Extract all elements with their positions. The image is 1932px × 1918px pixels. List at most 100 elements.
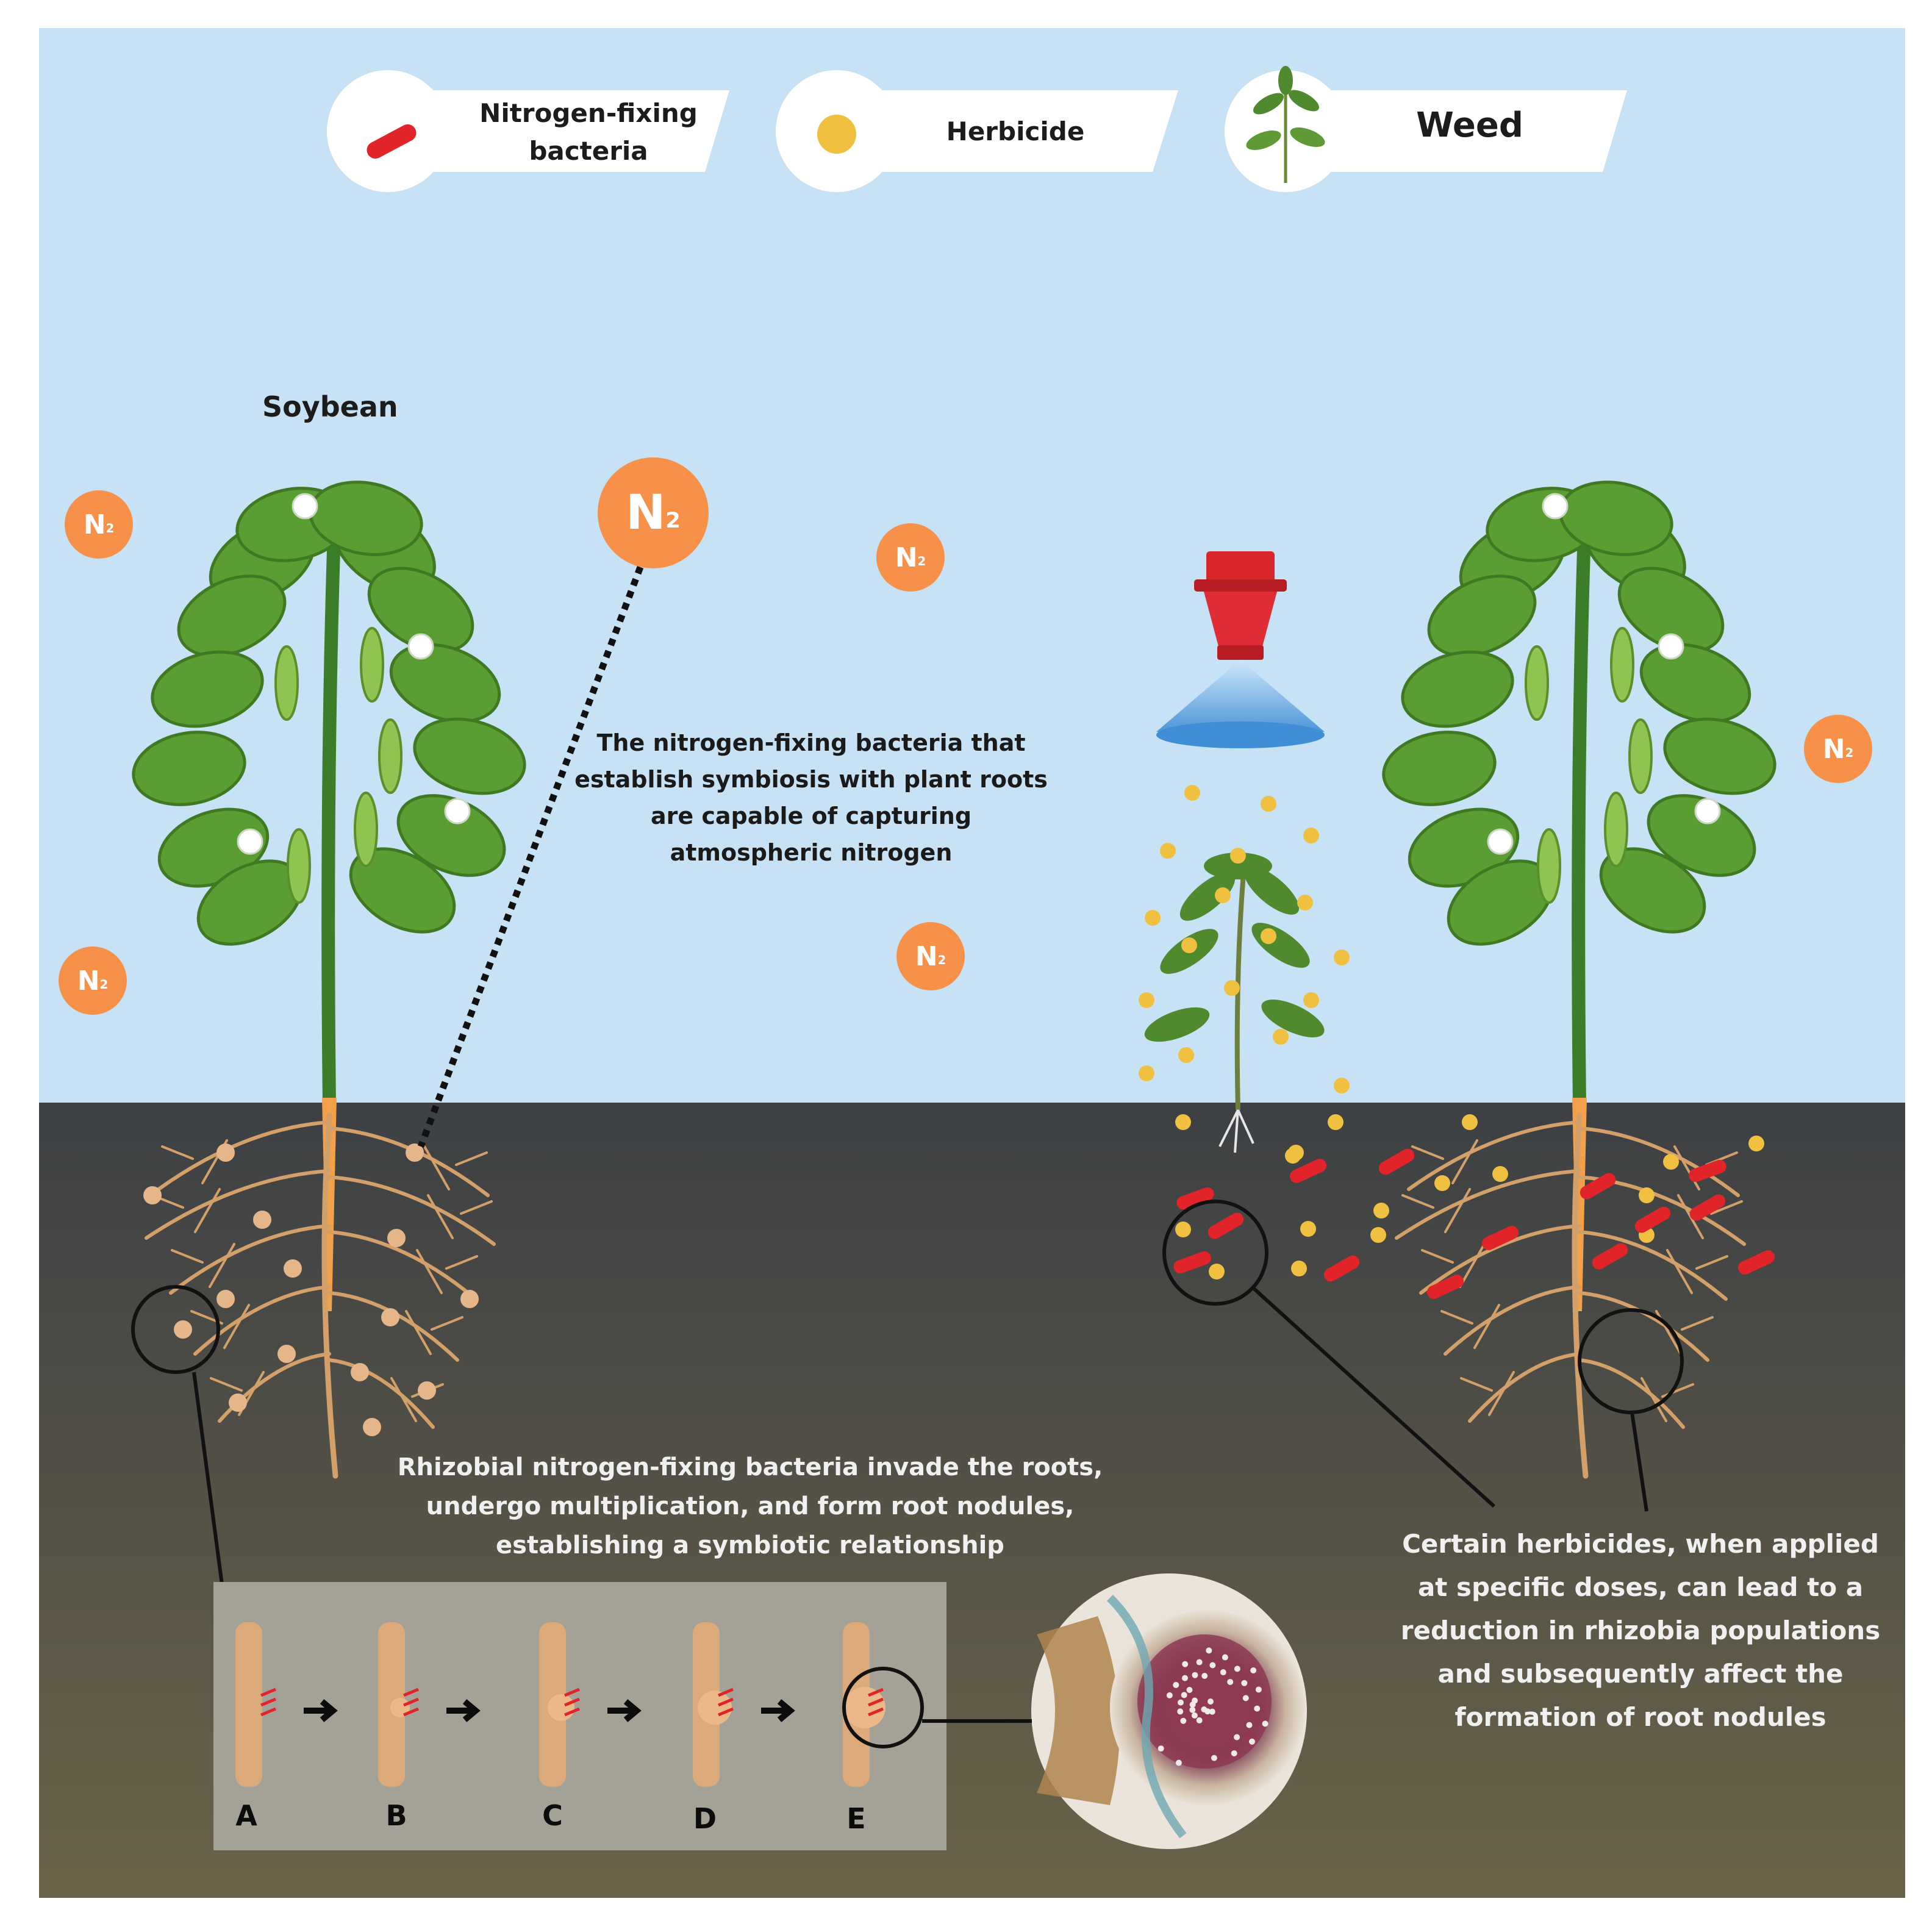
soybean-leaf <box>367 567 474 653</box>
soybean-pod <box>378 718 402 794</box>
soybean-leaf <box>1599 847 1706 934</box>
nodule-bump <box>844 1687 886 1728</box>
legend-bacteria-label: Nitrogen-fixing bacteria <box>479 98 698 166</box>
soybean-leaf <box>1617 567 1725 653</box>
root-nodule <box>216 1143 235 1162</box>
soybean-leaf <box>1401 650 1514 728</box>
soybean-pod <box>1525 645 1549 721</box>
herbicide-droplet <box>1291 1261 1307 1276</box>
legend-bacteria <box>327 70 729 192</box>
soybean-flower <box>444 798 471 825</box>
root-nodule <box>351 1363 369 1381</box>
root-nodule <box>253 1211 271 1229</box>
nodule-formation-text: Rhizobial nitrogen-fixing bacteria invad… <box>397 1453 1103 1559</box>
legend-herbicide-label: Herbicide <box>946 116 1085 146</box>
magnifier-circle-stage-e <box>842 1667 924 1748</box>
micrograph-speck <box>1180 1717 1187 1724</box>
bacteria-mark <box>868 1697 884 1707</box>
herbicide-effect-text: Certain herbicides, when applied at spec… <box>1400 1529 1881 1732</box>
herbicide-droplet <box>1663 1154 1679 1170</box>
soybean-leaf <box>177 574 287 657</box>
micrograph-speck <box>1196 1659 1203 1666</box>
herbicide-droplet <box>1639 1187 1655 1203</box>
herbicide-droplet <box>1181 937 1197 953</box>
herbicide-droplet <box>1139 1065 1154 1081</box>
rhizobium-bacterium <box>1737 1250 1775 1275</box>
nodule-bump <box>548 1694 574 1721</box>
soybean-pod <box>360 627 384 703</box>
magnifier-circle-left <box>131 1285 220 1374</box>
soybean-pod <box>274 645 299 721</box>
herbicide-droplet <box>1160 843 1176 859</box>
soybean-flower <box>1694 798 1721 825</box>
root-nodule <box>406 1143 424 1162</box>
herbicide-droplet <box>1373 1203 1389 1218</box>
rhizobium-bacterium <box>1176 1187 1214 1210</box>
herbicide-droplet <box>1300 1221 1316 1237</box>
herbicide-droplet <box>1434 1175 1450 1191</box>
soybean-flower <box>407 633 434 660</box>
herbicide-droplet <box>1184 785 1200 801</box>
herbicide-droplet <box>1334 950 1350 965</box>
herbicide-droplet <box>1230 848 1246 864</box>
soybean-label: Soybean <box>262 390 398 423</box>
leader-line-right <box>1630 1412 1648 1512</box>
soybean-pod <box>1537 828 1561 904</box>
micrograph-speck <box>1157 1745 1164 1752</box>
soybean-pod <box>354 792 378 867</box>
micrograph-speck <box>1175 1759 1182 1766</box>
rhizobium-bacterium <box>1426 1275 1464 1299</box>
bacteria-mark <box>564 1687 580 1697</box>
herbicide-droplet <box>1328 1114 1343 1130</box>
root-segment <box>235 1622 262 1787</box>
bacteria-mark <box>260 1687 276 1697</box>
herbicide-droplet <box>1178 1047 1194 1063</box>
nodule-bump <box>390 1698 410 1717</box>
soybean-leaf <box>151 650 264 728</box>
bacteria-mark <box>564 1707 580 1717</box>
herbicide-droplet <box>1145 910 1161 926</box>
legend-weed <box>1225 66 1627 192</box>
bacteria-mark <box>718 1687 734 1697</box>
micrograph-speck <box>1189 1706 1196 1713</box>
soybean-pod <box>287 828 311 904</box>
micrograph-speck <box>1186 1687 1193 1694</box>
micrograph-speck <box>1181 1675 1188 1681</box>
herbicide-droplet <box>1175 1222 1191 1237</box>
soybean-flower <box>292 493 318 520</box>
weed-leaf <box>1179 872 1236 921</box>
micrograph-speck <box>1177 1708 1184 1715</box>
micrograph-speck <box>1192 1697 1198 1704</box>
micrograph-speck <box>1220 1669 1226 1676</box>
micrograph-speck <box>1181 1692 1187 1698</box>
micrograph-speck <box>1262 1720 1268 1727</box>
rhizobium-bacterium <box>1689 1159 1726 1183</box>
soybean-leaf <box>132 731 246 806</box>
rhizobium-bacterium <box>1323 1255 1360 1282</box>
micrograph-speck <box>1206 1647 1212 1654</box>
herbicide-droplet <box>1492 1166 1508 1182</box>
rhizobium-bacterium <box>1481 1226 1519 1250</box>
soybean-pod <box>1628 718 1653 794</box>
bacteria-mark <box>403 1687 419 1697</box>
root-nodule <box>418 1381 436 1400</box>
soybean-flower <box>237 828 263 855</box>
herbicide-droplet <box>1261 928 1276 944</box>
bacteria-mark <box>718 1707 734 1717</box>
magnifier-circle-right <box>1578 1308 1684 1414</box>
soybean-leaf <box>349 847 456 934</box>
soybean-flower <box>1542 493 1569 520</box>
herbicide-droplet <box>1139 992 1154 1008</box>
micrograph-speck <box>1201 1706 1208 1712</box>
bacteria-mark <box>718 1697 734 1707</box>
nitrogen-capture-text: The nitrogen-fixing bacteria that establ… <box>574 729 1048 866</box>
soybean-leaf <box>389 643 501 723</box>
herbicide-droplet <box>1303 828 1319 843</box>
micrograph-speck <box>1246 1722 1253 1728</box>
weed-leaf <box>1261 1000 1325 1037</box>
